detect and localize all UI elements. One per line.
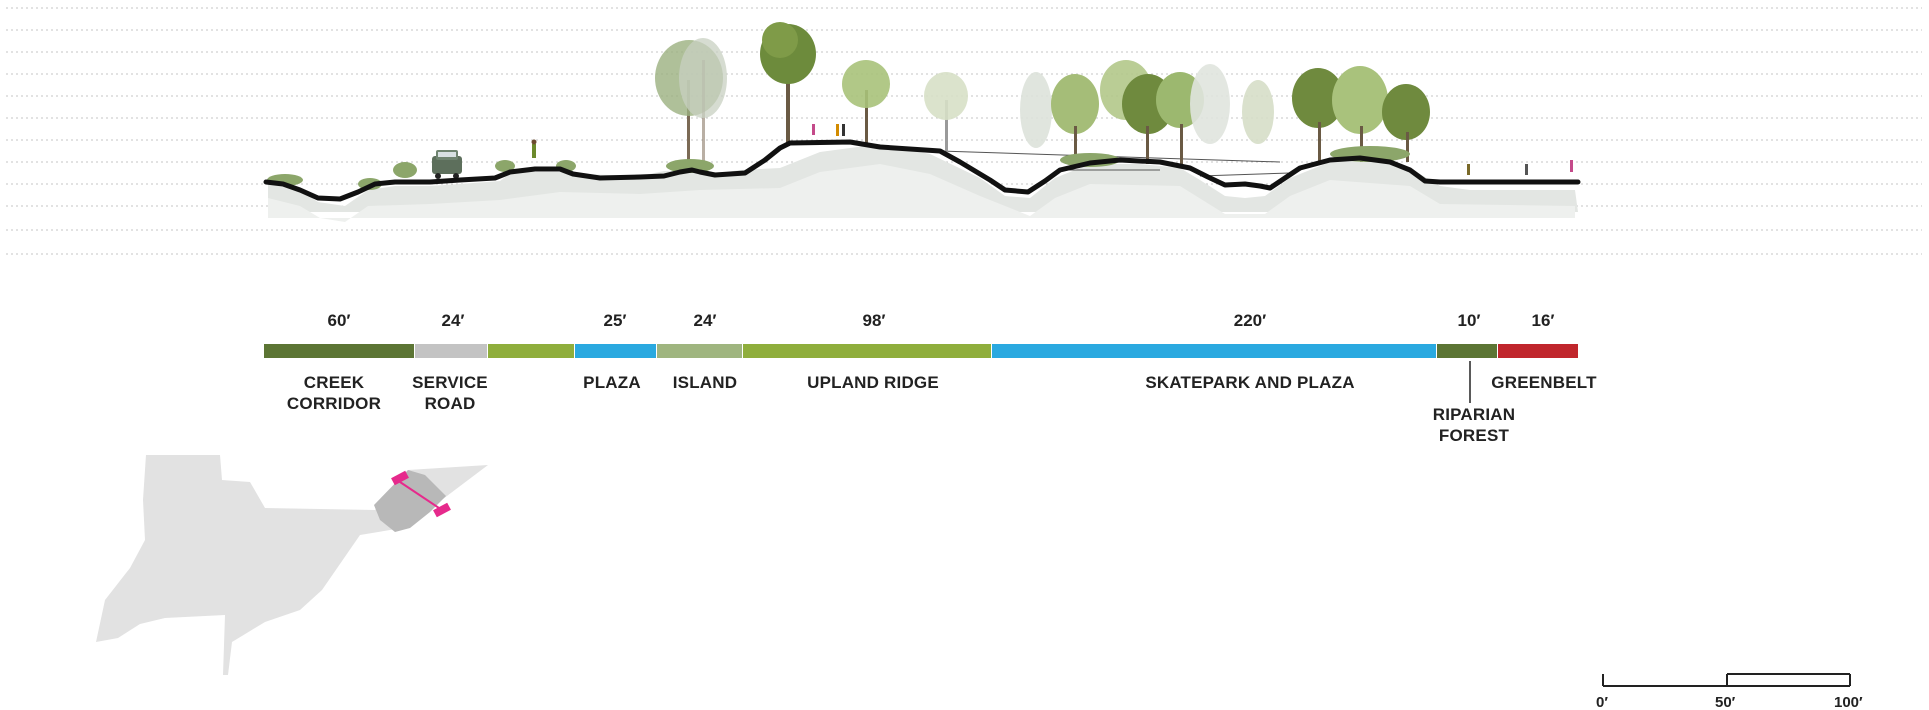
segment-bar-greenbelt — [1498, 344, 1578, 358]
ground-section-line — [263, 139, 1581, 202]
segment-label-greenbelt: GREENBELT — [1491, 373, 1597, 392]
scale-bar — [1602, 673, 1851, 687]
segment-label-creek-corridor-line-1: CREEK — [304, 373, 365, 392]
segment-label-upland-ridge: UPLAND RIDGE — [807, 373, 939, 392]
segment-bar-unlabeled-green — [488, 344, 574, 358]
segment-label-riparian-forest-line-1: RIPARIAN — [1433, 405, 1516, 424]
scale-label-100: 100′ — [1834, 694, 1863, 710]
segment-label-plaza: PLAZA — [583, 373, 641, 392]
dimension-label-service-road: 24′ — [442, 311, 465, 330]
section-cut-line — [399, 481, 443, 511]
dimension-label-creek-corridor: 60′ — [328, 311, 351, 330]
segment-bar-upland-ridge — [743, 344, 991, 358]
segment-label-island: ISLAND — [673, 373, 737, 392]
scale-label-0: 0′ — [1596, 694, 1608, 710]
scale-label-50: 50′ — [1715, 694, 1736, 710]
segment-bar-skatepark-and-plaza — [992, 344, 1436, 358]
segment-label-service-road-line-2: ROAD — [425, 394, 476, 413]
segment-label-riparian-forest-line-2: FOREST — [1439, 426, 1510, 445]
people-figures — [531, 124, 1573, 175]
segment-bar-creek-corridor — [264, 344, 414, 358]
dimension-label-skatepark-and-plaza: 220′ — [1234, 311, 1266, 330]
car-icon — [432, 150, 462, 179]
dimension-label-greenbelt: 16′ — [1532, 311, 1555, 330]
segment-bar-plaza — [575, 344, 656, 358]
tree-canopy — [655, 22, 1430, 172]
segment-label-creek-corridor-line-2: CORRIDOR — [287, 394, 381, 413]
section-cut-marker-end — [433, 502, 451, 518]
segment-bar-island — [657, 344, 742, 358]
elevation-guide-lines — [6, 7, 1922, 255]
site-key-plan — [96, 455, 488, 675]
dimension-label-island: 24′ — [694, 311, 717, 330]
segment-bar-service-road — [415, 344, 487, 358]
segment-bar-riparian-forest — [1437, 344, 1497, 358]
section-cut-marker-start — [391, 470, 409, 486]
site-plan-highlight — [374, 470, 446, 532]
dimension-label-upland-ridge: 98′ — [863, 311, 886, 330]
dimension-label-plaza: 25′ — [604, 311, 627, 330]
segment-bar: 60′ CREEK CORRIDOR 24′ SERVICE ROAD 25′ PLAZA 24… — [264, 311, 1597, 445]
dimension-label-riparian-forest: 10′ — [1458, 311, 1481, 330]
segment-label-skatepark-and-plaza: SKATEPARK AND PLAZA — [1145, 373, 1354, 392]
ground-shadow-light — [268, 164, 1575, 222]
segment-label-service-road-line-1: SERVICE — [412, 373, 488, 392]
